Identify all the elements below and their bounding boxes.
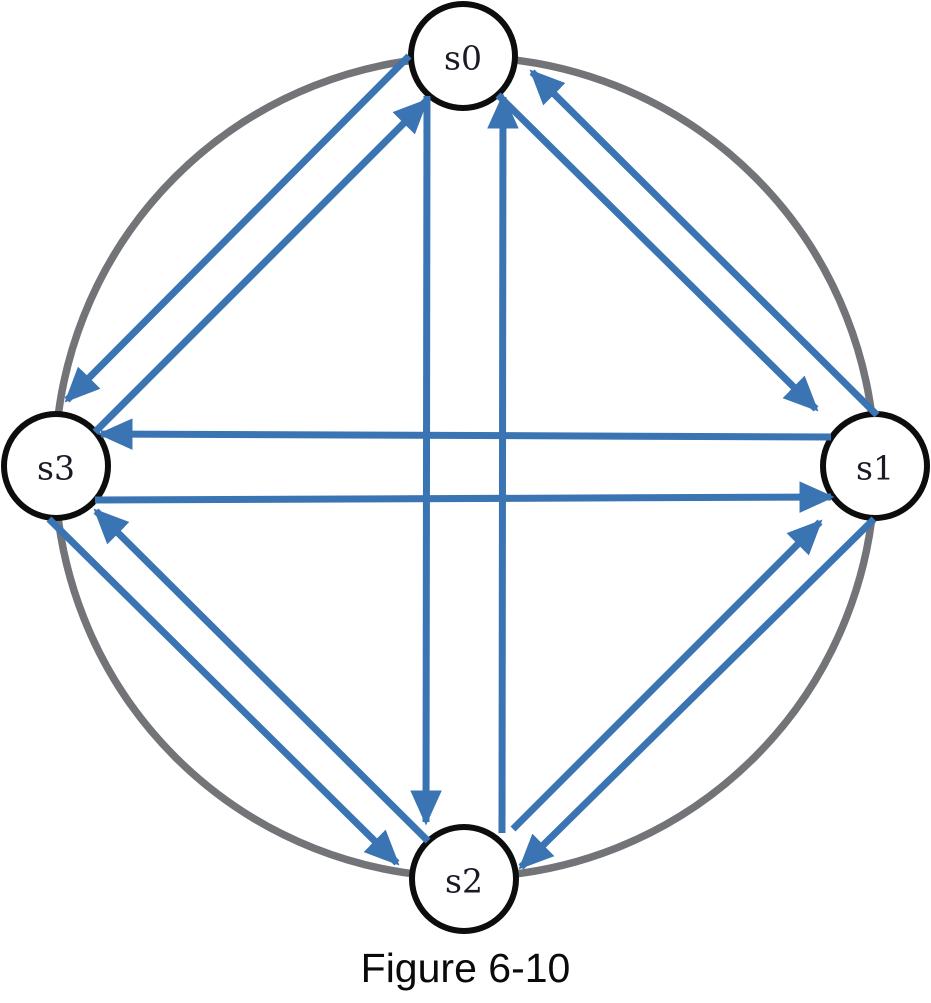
- node-circle-s0: [408, 1, 518, 111]
- node-label-s2: s2: [445, 862, 483, 901]
- edge-s3-s1: [94, 481, 835, 513]
- figure-caption: Figure 6-10: [360, 945, 571, 991]
- node-circle-s3: [1, 411, 111, 521]
- edge-s2-s0: [487, 93, 519, 834]
- edge-s2-s1: [510, 519, 823, 832]
- node-label-s1: s1: [856, 449, 894, 488]
- edge-s1-s0: [529, 69, 880, 418]
- edge-s3-s0: [92, 98, 429, 435]
- edge-s0-s2: [410, 95, 442, 826]
- edge-s0-s1: [495, 92, 819, 412]
- edge-s0-s3: [64, 53, 412, 403]
- node-circle-s2: [409, 824, 519, 934]
- edge-s2-s3: [93, 508, 431, 844]
- node-label-s0: s0: [444, 39, 482, 78]
- outer-circle: [51, 53, 879, 881]
- edge-s1-s2: [518, 516, 877, 870]
- edge-s1-s3: [97, 418, 832, 450]
- node-label-s3: s3: [37, 449, 75, 488]
- edge-s3-s2: [46, 516, 400, 866]
